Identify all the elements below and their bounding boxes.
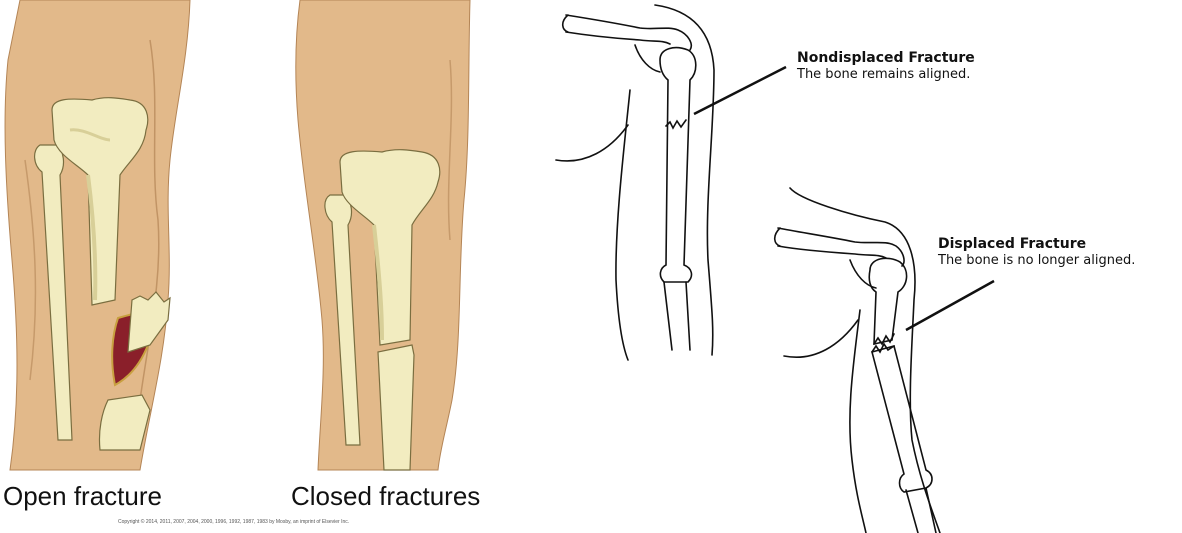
nondisplaced-torso-line xyxy=(556,125,628,161)
displaced-description: The bone is no longer aligned. xyxy=(938,253,1135,269)
displaced-callout: Displaced Fracture The bone is no longer… xyxy=(938,236,1135,268)
open-fracture-leg xyxy=(5,0,190,470)
displaced-callout-line xyxy=(906,281,994,330)
closed-fracture-label: Closed fractures xyxy=(291,483,503,509)
displaced-humerus-lower xyxy=(872,346,932,492)
nondisplaced-clavicle xyxy=(563,15,692,50)
closed-fracture-leg xyxy=(296,0,470,470)
displaced-arm-outline xyxy=(790,188,940,533)
displaced-title: Displaced Fracture xyxy=(938,236,1135,253)
displaced-humerus-upper xyxy=(869,258,906,344)
displaced-clavicle xyxy=(775,228,904,266)
nondisplaced-title: Nondisplaced Fracture xyxy=(797,50,975,67)
nondisplaced-humerus xyxy=(660,48,696,282)
displaced-arm xyxy=(775,188,940,533)
nondisplaced-arm xyxy=(556,5,714,360)
open-tibia-lower-bone xyxy=(99,395,150,450)
nondisplaced-fracture-line xyxy=(666,120,686,128)
displaced-torso-line xyxy=(784,320,858,357)
closed-tibia-lower-bone xyxy=(378,345,414,470)
nondisplaced-description: The bone remains aligned. xyxy=(797,67,975,83)
copyright-notice: Copyright © 2014, 2011, 2007, 2004, 2000… xyxy=(118,520,349,525)
open-fracture-label: Open fracture xyxy=(3,483,162,509)
nondisplaced-callout: Nondisplaced Fracture The bone remains a… xyxy=(797,50,975,82)
nondisplaced-callout-line xyxy=(694,67,786,114)
nondisplaced-arm-outline xyxy=(655,5,714,355)
